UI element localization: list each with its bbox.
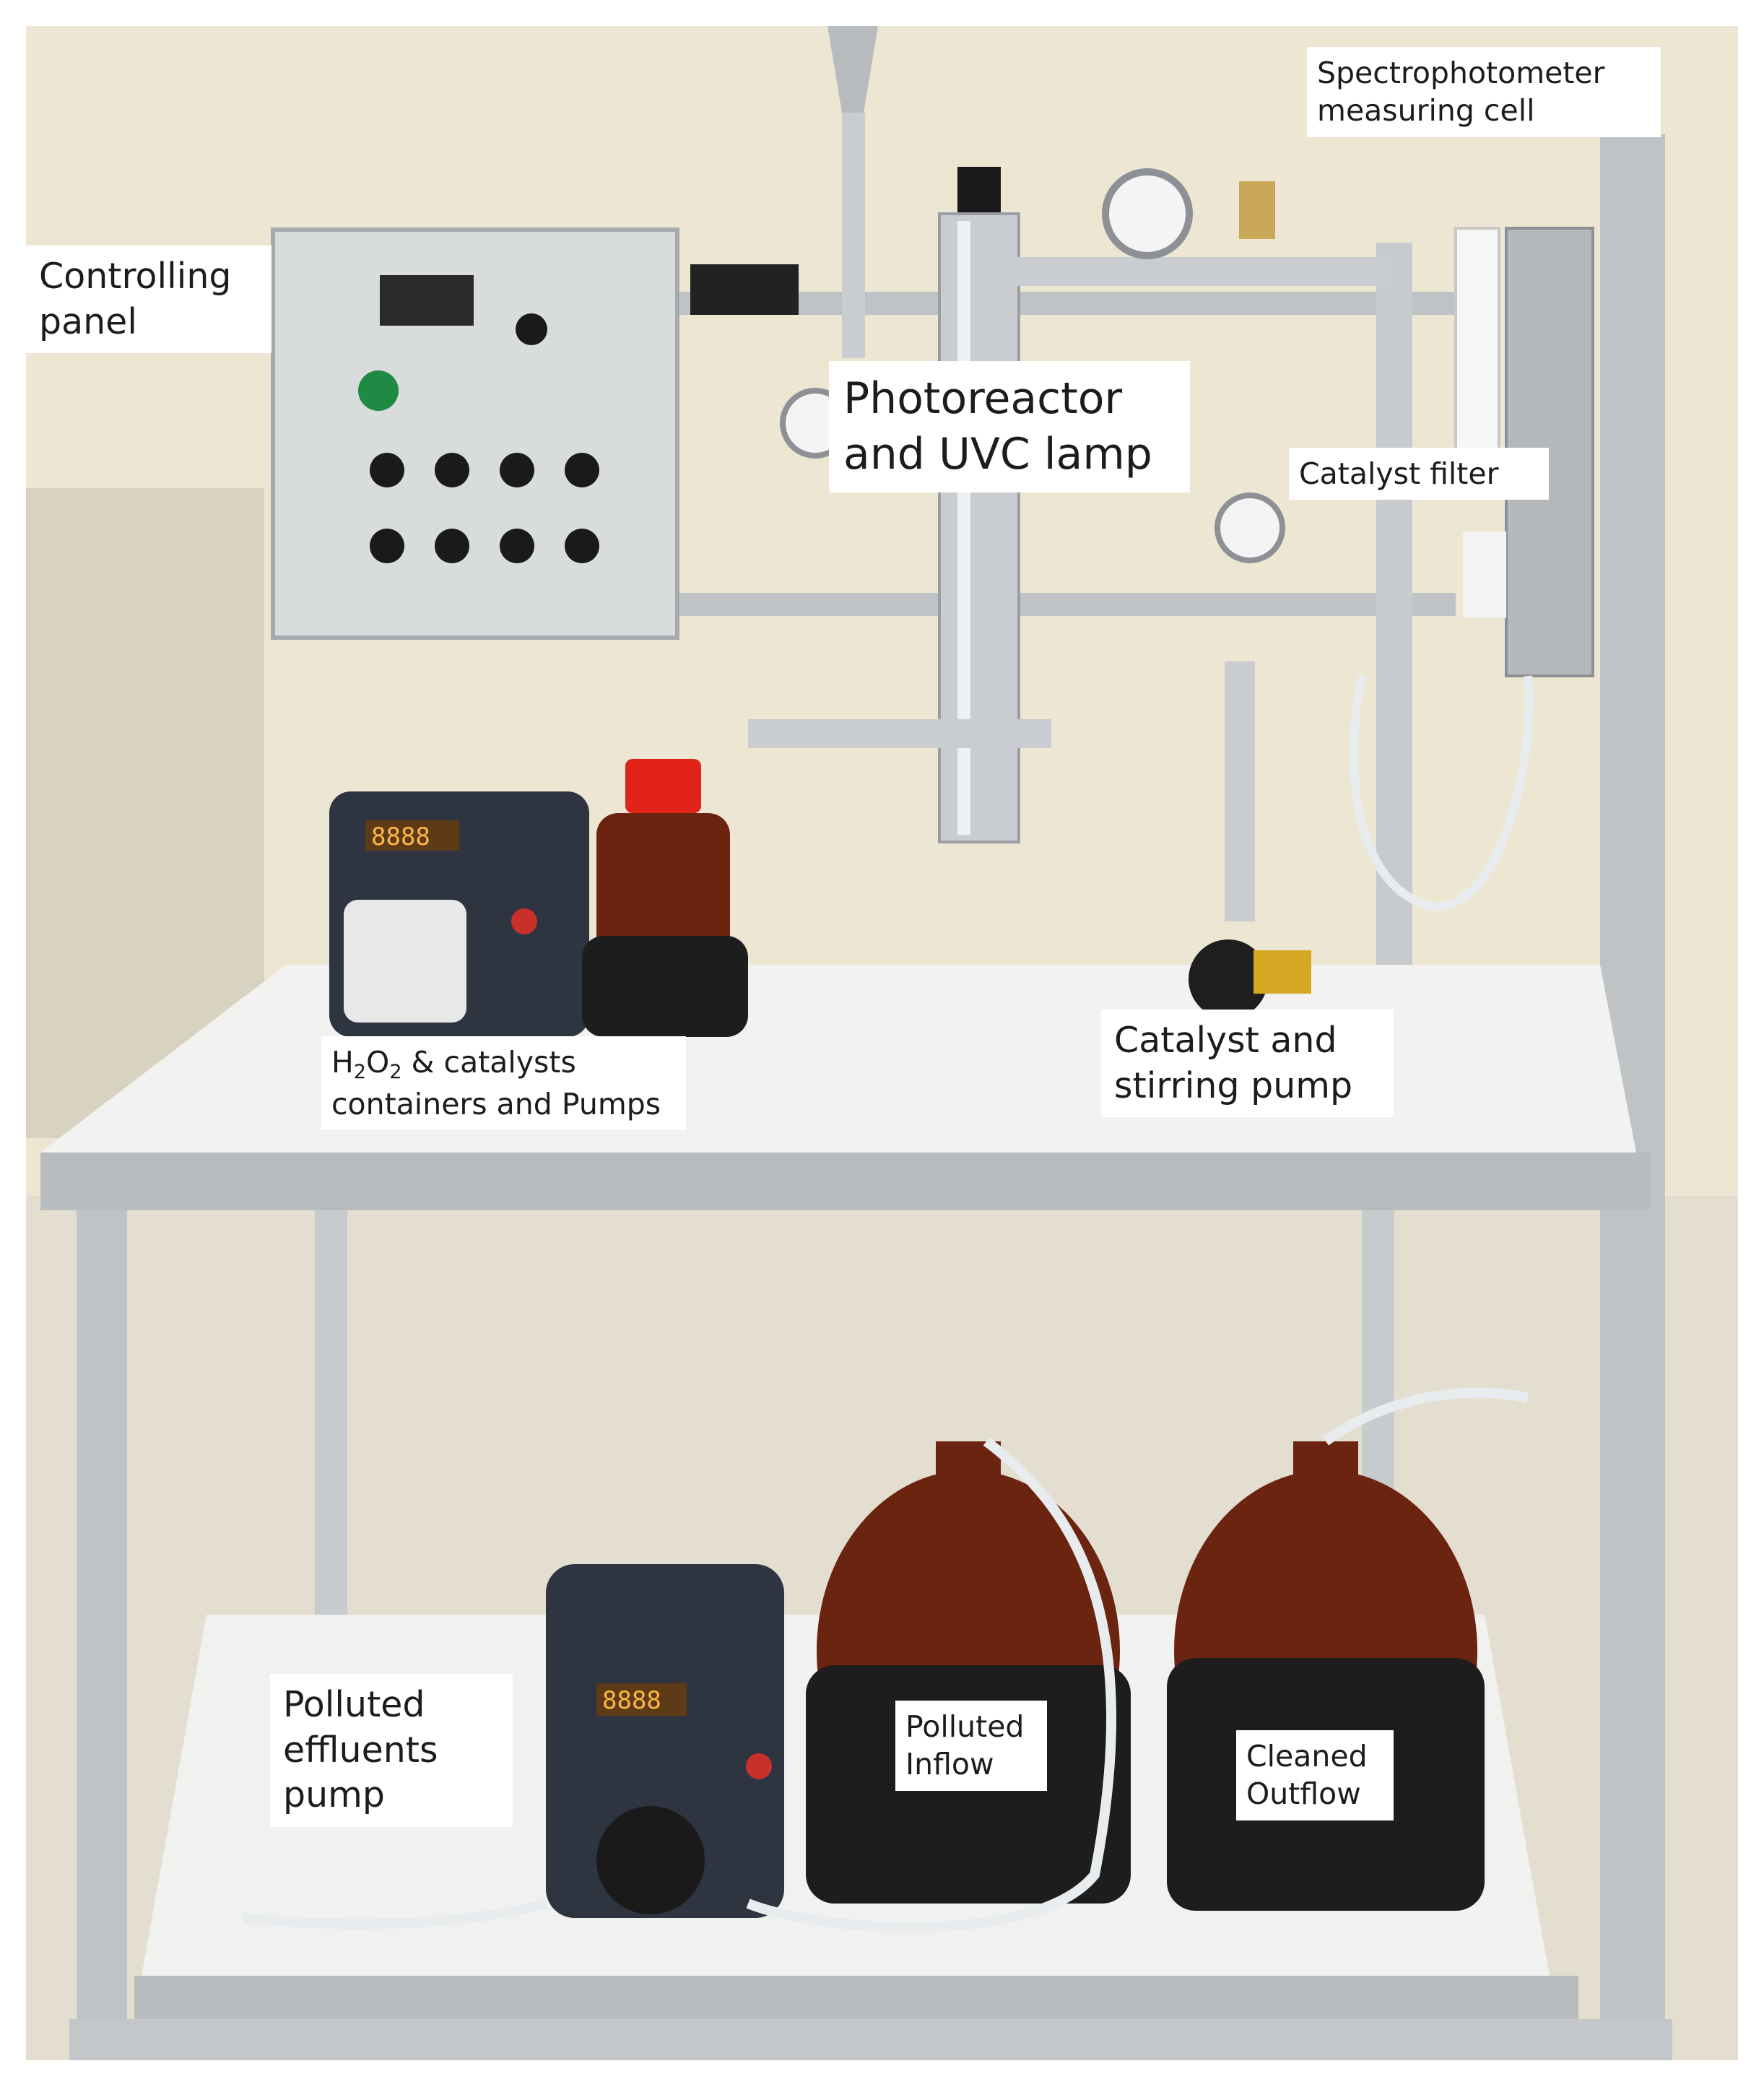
label-line: Catalyst filter bbox=[1299, 456, 1499, 491]
control-knob bbox=[565, 453, 599, 487]
lower-pump-head bbox=[596, 1806, 705, 1914]
photoreactor-cap bbox=[957, 167, 1001, 217]
label-line: panel bbox=[39, 300, 137, 342]
control-knob bbox=[516, 313, 547, 345]
label-line: stirring pump bbox=[1114, 1064, 1353, 1106]
upper-pump-head bbox=[344, 900, 466, 1023]
control-panel-display bbox=[380, 275, 474, 326]
stirring-pipe bbox=[1225, 661, 1255, 921]
upper-bottle-cap bbox=[625, 759, 701, 813]
control-knob bbox=[565, 529, 599, 563]
stirring-pump bbox=[1189, 939, 1268, 1019]
frame-post-left bbox=[77, 1153, 127, 2048]
control-knob bbox=[500, 529, 534, 563]
control-panel-green-button bbox=[358, 370, 399, 411]
lower-peristaltic-pump bbox=[546, 1564, 784, 1918]
bottom-beam bbox=[69, 2019, 1672, 2060]
lab-setup-photo: 8888 8888 bbox=[26, 26, 1738, 2060]
label-controlling-panel: Controlling panel bbox=[26, 246, 271, 354]
silicone-tubing bbox=[1322, 1387, 1529, 1446]
lower-pump-display bbox=[596, 1683, 687, 1716]
spectrophotometer-cell bbox=[1454, 227, 1500, 453]
label-line: Controlling bbox=[39, 256, 232, 297]
label-subscript: 2 bbox=[353, 1061, 367, 1083]
control-knob bbox=[500, 453, 534, 487]
silicone-tubing bbox=[242, 1898, 547, 1930]
upper-pump-display bbox=[365, 820, 459, 851]
upper-table-beam bbox=[40, 1153, 1651, 1210]
ballast bbox=[690, 264, 799, 315]
stirring-pump-yellow bbox=[1254, 950, 1311, 994]
label-line: Inflow bbox=[905, 1747, 994, 1782]
upper-table-top bbox=[40, 965, 1636, 1153]
brass-valve bbox=[1239, 181, 1275, 239]
control-knob bbox=[435, 453, 469, 487]
label-part: & catalysts bbox=[401, 1045, 576, 1080]
label-line: Photoreactor bbox=[843, 373, 1123, 424]
control-knob bbox=[435, 529, 469, 563]
feed-pipe bbox=[842, 113, 865, 358]
label-line: Catalyst and bbox=[1114, 1020, 1337, 1061]
lower-pump-red-button bbox=[746, 1753, 772, 1779]
label-line: containers and Pumps bbox=[331, 1086, 661, 1121]
lower-shelf-beam bbox=[134, 1976, 1578, 2026]
label-spectrophotometer: Spectrophotometer measuring cell bbox=[1307, 47, 1661, 137]
label-part: O bbox=[366, 1045, 390, 1080]
label-catalyst-pump: Catalyst and stirring pump bbox=[1101, 1010, 1394, 1118]
filter-white-section bbox=[1463, 531, 1506, 618]
control-panel-box bbox=[271, 227, 679, 640]
label-line: H2O2 & catalysts bbox=[331, 1043, 676, 1085]
reactor-top-pipe bbox=[1015, 257, 1391, 286]
label-line: Cleaned bbox=[1246, 1739, 1368, 1774]
label-line: Polluted bbox=[905, 1709, 1025, 1744]
upper-bottle-holder bbox=[582, 936, 748, 1037]
lower-pump-display-text: 8888 bbox=[602, 1686, 661, 1715]
pressure-gauge bbox=[1215, 492, 1285, 563]
silicone-tubing bbox=[746, 1437, 1117, 1932]
label-cleaned-outflow: Cleaned Outflow bbox=[1236, 1730, 1394, 1820]
label-polluted-inflow: Polluted Inflow bbox=[895, 1701, 1047, 1791]
label-line: Outflow bbox=[1246, 1776, 1361, 1812]
label-line: effluents bbox=[283, 1729, 438, 1771]
control-knob bbox=[370, 453, 404, 487]
label-effluents-pump: Polluted effluents pump bbox=[270, 1674, 513, 1828]
upper-pump-red-button bbox=[511, 908, 537, 934]
label-line: Spectrophotometer bbox=[1317, 56, 1605, 90]
label-h2o2-containers: H2O2 & catalysts containers and Pumps bbox=[321, 1036, 686, 1131]
reactor-side-pipe bbox=[748, 719, 1051, 748]
pressure-gauge bbox=[1102, 168, 1193, 259]
label-line: pump bbox=[283, 1774, 385, 1816]
label-part: H bbox=[331, 1045, 354, 1080]
control-knob bbox=[370, 529, 404, 563]
middle-rail bbox=[661, 593, 1456, 616]
label-line: and UVC lamp bbox=[843, 428, 1152, 479]
label-photoreactor: Photoreactor and UVC lamp bbox=[829, 361, 1190, 492]
label-catalyst-filter: Catalyst filter bbox=[1289, 448, 1549, 500]
upper-pump-display-text: 8888 bbox=[371, 823, 430, 851]
frame-post-right-inner bbox=[1376, 243, 1412, 965]
label-subscript: 2 bbox=[389, 1061, 402, 1083]
funnel bbox=[827, 26, 878, 113]
label-line: measuring cell bbox=[1317, 93, 1535, 129]
label-line: Polluted bbox=[283, 1684, 425, 1725]
silicone-tubing bbox=[1349, 674, 1534, 912]
